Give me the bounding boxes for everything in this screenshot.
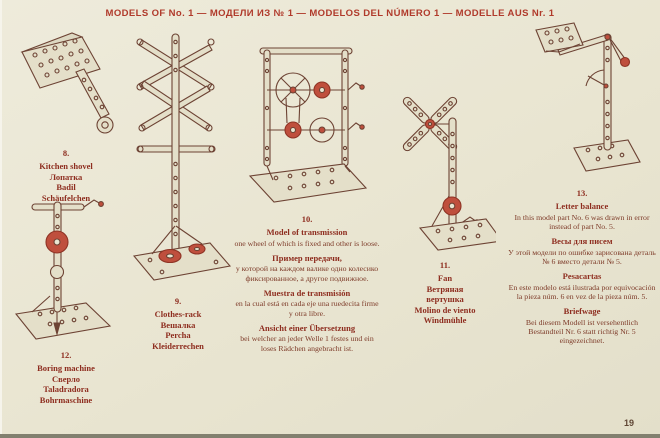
figure-number: 10. <box>301 214 313 224</box>
clothes-rack-illustration <box>132 33 232 281</box>
caption-entry-de: Briefwage Bei diesem Modell ist versehen… <box>508 306 656 345</box>
entry-body: у которой на каждом валике одно колесико… <box>235 264 379 283</box>
figure-number: 11. <box>439 260 451 270</box>
entry-title: Пример передачи, <box>272 252 342 263</box>
entry-body: one wheel of which is fixed and other is… <box>234 238 380 248</box>
caption-line: Clothes-rack <box>154 309 202 319</box>
caption-line: Kitchen shovel <box>39 161 93 171</box>
caption-line: Molino de viento <box>414 304 476 315</box>
caption-kitchen-shovel: 8. Kitchen shovel Лопатка Badil Schäufel… <box>8 148 124 203</box>
caption-line: Badil <box>56 182 76 192</box>
caption-line: Percha <box>165 330 191 340</box>
kitchen-shovel-illustration <box>20 32 114 134</box>
page-number: 19 <box>623 418 634 428</box>
caption-line: Вешалка <box>160 319 196 330</box>
scan-edge-left <box>0 0 2 438</box>
entry-body: en la cual está en cada eje una ruedecit… <box>235 299 379 318</box>
entry-title: Briefwage <box>563 306 601 317</box>
caption-entry-en: Letter balance In this model part No. 6 … <box>508 201 656 231</box>
page-header-title: MODELS OF No. 1 — МОДЕЛИ ИЗ № 1 — MODELO… <box>105 8 555 19</box>
caption-entry-ru: Весы для писем У этой модели по ошибке з… <box>508 236 656 266</box>
caption-line: Schäufelchen <box>41 192 91 203</box>
caption-line: Kleiderrechen <box>152 340 204 351</box>
caption-line: Taladradora <box>43 384 89 394</box>
figure-number: 8. <box>62 148 70 158</box>
entry-body: In this model part No. 6 was drawn in er… <box>514 212 650 231</box>
caption-transmission: 10. Model of transmission one wheel of w… <box>234 214 380 358</box>
fan-illustration <box>402 96 496 251</box>
caption-line: вертушка <box>426 294 464 304</box>
entry-title: Ansicht einer Übersetzung <box>258 322 356 333</box>
caption-line: Bohrmaschine <box>39 394 93 405</box>
entry-body: Bei diesem Modell ist versehentlich Best… <box>525 317 639 346</box>
caption-line: Boring machine <box>37 363 95 373</box>
entry-body: У этой модели по ошибке зарисована детал… <box>508 247 656 266</box>
caption-letter-balance: 13. Letter balance In this model part No… <box>508 188 656 351</box>
entry-title: Model of transmission <box>266 227 348 237</box>
caption-clothes-rack: 9. Clothes-rack Вешалка Percha Kleiderre… <box>128 296 228 351</box>
letter-balance-illustration <box>535 22 641 172</box>
caption-entry-de: Ansicht einer Übersetzung bei welcher an… <box>234 323 380 353</box>
figure-number: 9. <box>174 296 182 306</box>
transmission-illustration <box>248 47 368 203</box>
entry-body: bei welcher an jeder Welle 1 festes und … <box>240 334 374 353</box>
caption-entry-ru: Пример передачи, у которой на каждом вал… <box>234 253 380 283</box>
caption-boring-machine: 12. Boring machine Сверло Taladradora Bo… <box>4 350 128 405</box>
boring-machine-illustration <box>14 199 112 340</box>
entry-title: Letter balance <box>555 201 609 211</box>
caption-line: Лопатка <box>49 171 83 182</box>
caption-line: Windmühle <box>423 315 467 325</box>
entry-title: Pesacartas <box>562 271 602 282</box>
figure-number: 12. <box>60 350 72 360</box>
caption-entry-en: Model of transmission one wheel of which… <box>234 227 380 248</box>
scan-edge-bottom <box>0 434 660 438</box>
caption-entry-es: Muestra de transmisión en la cual está e… <box>234 288 380 318</box>
caption-line: Fan <box>437 273 453 283</box>
caption-fan: 11. Fan Ветряная вертушка Molino de vien… <box>402 260 488 326</box>
entry-title: Весы для писем <box>551 236 613 247</box>
caption-line: Сверло <box>51 373 81 384</box>
caption-entry-es: Pesacartas En este modelo está ilustrada… <box>508 271 656 301</box>
entry-body: En este modelo está ilustrada por equivo… <box>508 282 656 301</box>
caption-line: Ветряная <box>426 283 464 294</box>
entry-title: Muestra de transmisión <box>263 287 351 298</box>
figure-number: 13. <box>576 188 588 198</box>
